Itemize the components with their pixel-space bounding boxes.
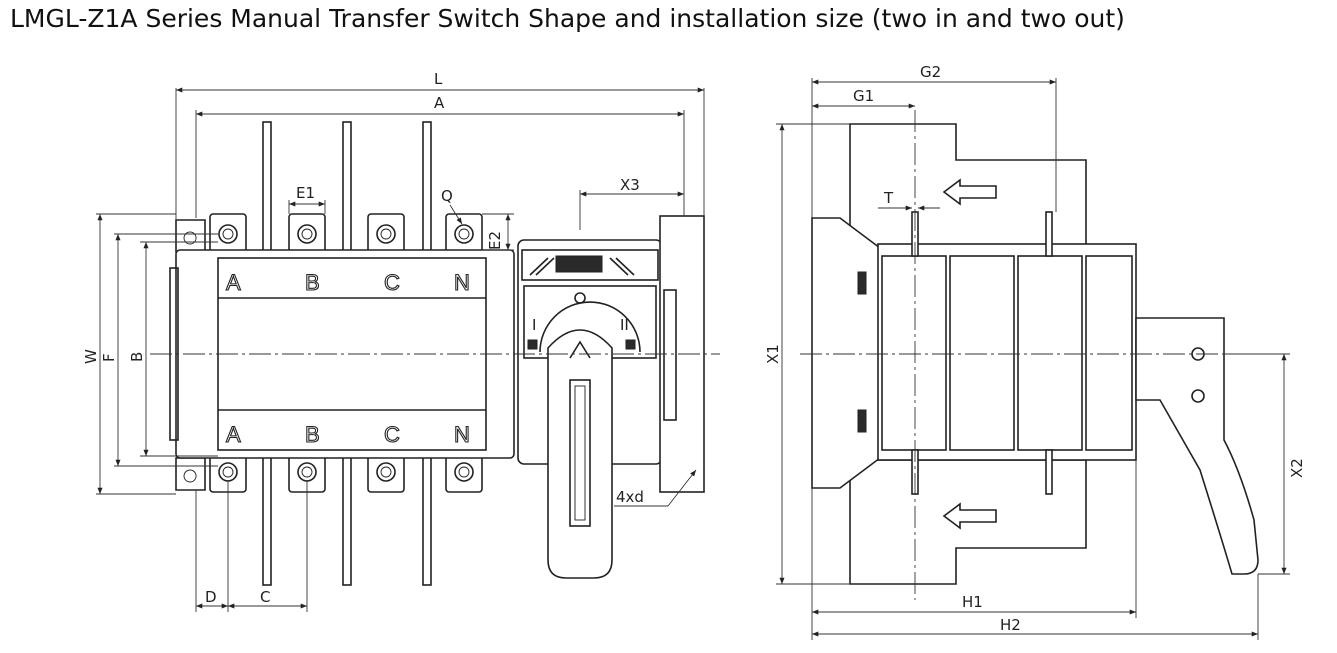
dim-label-f: F (100, 353, 118, 362)
operating-handle (547, 329, 613, 579)
dim-label-h1: H1 (962, 593, 983, 611)
phase-label-bottom-c: C (384, 422, 400, 447)
dial-position-1: I (532, 316, 536, 334)
dim-label-x3: X3 (620, 176, 640, 194)
terminals-top (209, 213, 483, 257)
dim-label-holes: 4xd (616, 488, 644, 506)
phase-label-bottom-a: A (226, 422, 241, 447)
phase-label-top-n: N (454, 270, 470, 295)
phase-label-top-c: C (384, 270, 400, 295)
side-handle (1135, 317, 1259, 575)
front-view: A B C N A B C N I II (82, 70, 720, 612)
side-pole-block (877, 243, 1137, 461)
dim-label-a: A (434, 94, 445, 112)
dim-label-c: C (260, 588, 270, 606)
phase-label-bottom-n: N (454, 422, 470, 447)
dim-label-w: W (82, 349, 100, 364)
dim-label-x2: X2 (1288, 458, 1306, 478)
mount-ear-top-left (175, 219, 206, 253)
phase-label-bottom-b: B (305, 422, 320, 447)
dim-label-e2: E2 (486, 231, 504, 250)
dim-label-q: Q (441, 187, 453, 205)
dial-position-2: II (620, 316, 629, 334)
operating-mechanism: I II (517, 215, 705, 579)
terminals-bottom (209, 449, 483, 493)
dim-label-x1: X1 (764, 344, 782, 364)
dim-label-t: T (883, 189, 894, 207)
dim-label-l: L (434, 70, 443, 88)
dim-label-g2: G2 (920, 63, 941, 81)
phase-label-top-b: B (305, 270, 320, 295)
side-view: G2 G1 T X1 X2 H1 H2 (764, 63, 1306, 640)
dim-label-e1: E1 (296, 184, 315, 202)
dim-label-d: D (205, 588, 217, 606)
dim-label-b: B (128, 352, 146, 362)
page-title: LMGL-Z1A Series Manual Transfer Switch S… (10, 4, 1125, 33)
dim-label-g1: G1 (853, 87, 874, 105)
side-flange (811, 217, 881, 489)
phase-label-top-a: A (226, 270, 241, 295)
dim-label-h2: H2 (1000, 616, 1021, 634)
mount-ear-bottom-left (175, 457, 206, 491)
